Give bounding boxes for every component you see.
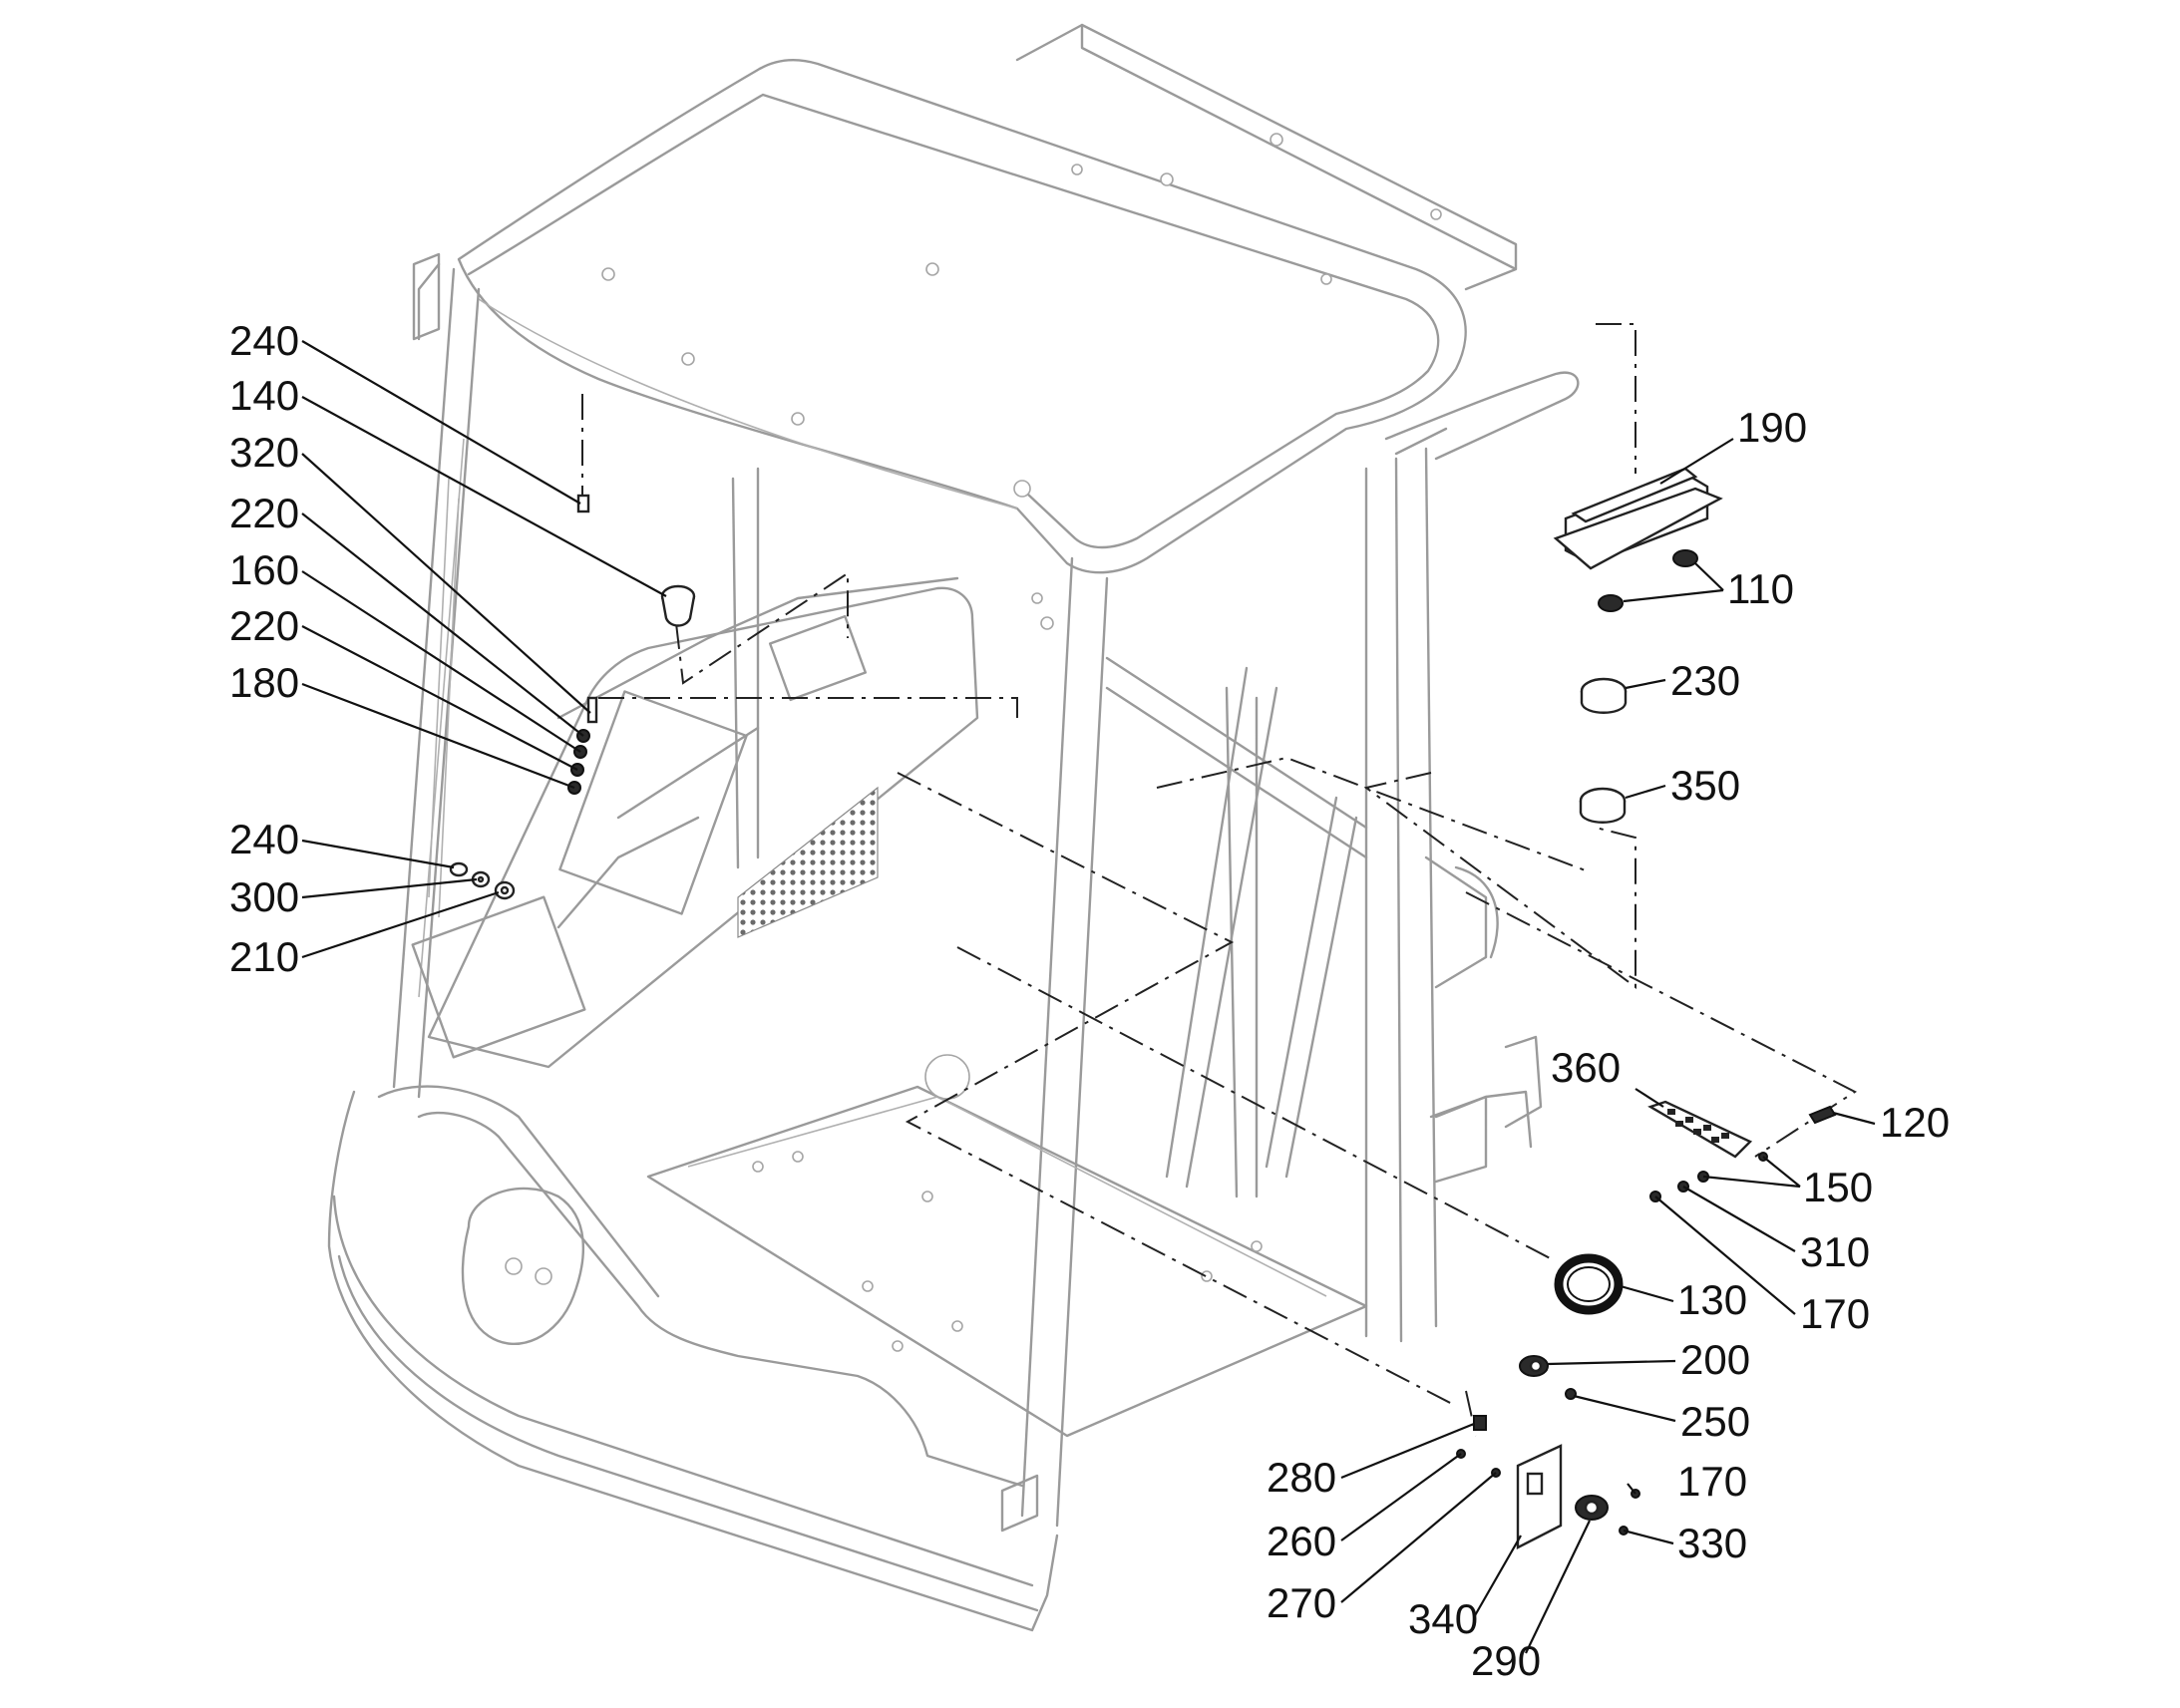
part-110-screws [1598, 549, 1698, 612]
callout-180: 180 [229, 659, 299, 706]
leader-lines [301, 340, 1876, 1654]
callout-130: 130 [1677, 1276, 1747, 1323]
callout-350: 350 [1670, 762, 1740, 809]
roof-holes [601, 133, 1442, 498]
callout-300: 300 [229, 873, 299, 920]
callout-labels: 240 140 320 220 160 220 180 240 300 210 … [229, 317, 1950, 1684]
assembly-path-lines [581, 323, 1857, 1437]
callout-210: 210 [229, 933, 299, 980]
callout-310: 310 [1800, 1228, 1870, 1275]
callout-230: 230 [1670, 657, 1740, 704]
cab-frame-drawing [327, 23, 1580, 1632]
callout-220: 220 [229, 602, 299, 649]
callout-240: 240 [229, 816, 299, 862]
callout-160: 160 [229, 546, 299, 593]
parts [449, 467, 1837, 1549]
mesh-vent-panel [737, 786, 879, 938]
callout-220: 220 [229, 490, 299, 536]
callout-250: 250 [1680, 1398, 1750, 1445]
part-stack-240-300-210 [449, 861, 516, 900]
callout-190: 190 [1737, 404, 1807, 451]
callout-170: 170 [1677, 1458, 1747, 1505]
callout-280: 280 [1267, 1454, 1336, 1501]
callout-360: 360 [1551, 1044, 1621, 1091]
callout-330: 330 [1677, 1520, 1747, 1566]
callout-140: 140 [229, 372, 299, 419]
part-230-cap [1580, 677, 1628, 714]
part-280-clip [1473, 1415, 1487, 1431]
callout-260: 260 [1267, 1518, 1336, 1564]
part-140-switch [660, 584, 696, 627]
callout-340: 340 [1408, 1595, 1478, 1642]
callout-270: 270 [1267, 1579, 1336, 1626]
part-200-connector [1519, 1355, 1549, 1377]
floor-holes [752, 1151, 1263, 1352]
part-250 [1565, 1388, 1577, 1400]
part-130-ring [1554, 1253, 1624, 1315]
callout-200: 200 [1680, 1336, 1750, 1383]
callout-120: 120 [1880, 1099, 1950, 1146]
callout-170: 170 [1800, 1290, 1870, 1337]
callout-110: 110 [1727, 565, 1794, 612]
callout-150: 150 [1803, 1164, 1873, 1210]
part-120-bolt [1808, 1105, 1837, 1125]
part-290-knob [1575, 1495, 1609, 1521]
callout-240: 240 [229, 317, 299, 364]
part-360-plate [1647, 1100, 1753, 1159]
part-190-housing [1553, 467, 1723, 570]
callout-290: 290 [1471, 1637, 1541, 1684]
callout-320: 320 [229, 429, 299, 476]
part-340-plate [1516, 1444, 1563, 1549]
part-350-nut [1579, 787, 1627, 824]
